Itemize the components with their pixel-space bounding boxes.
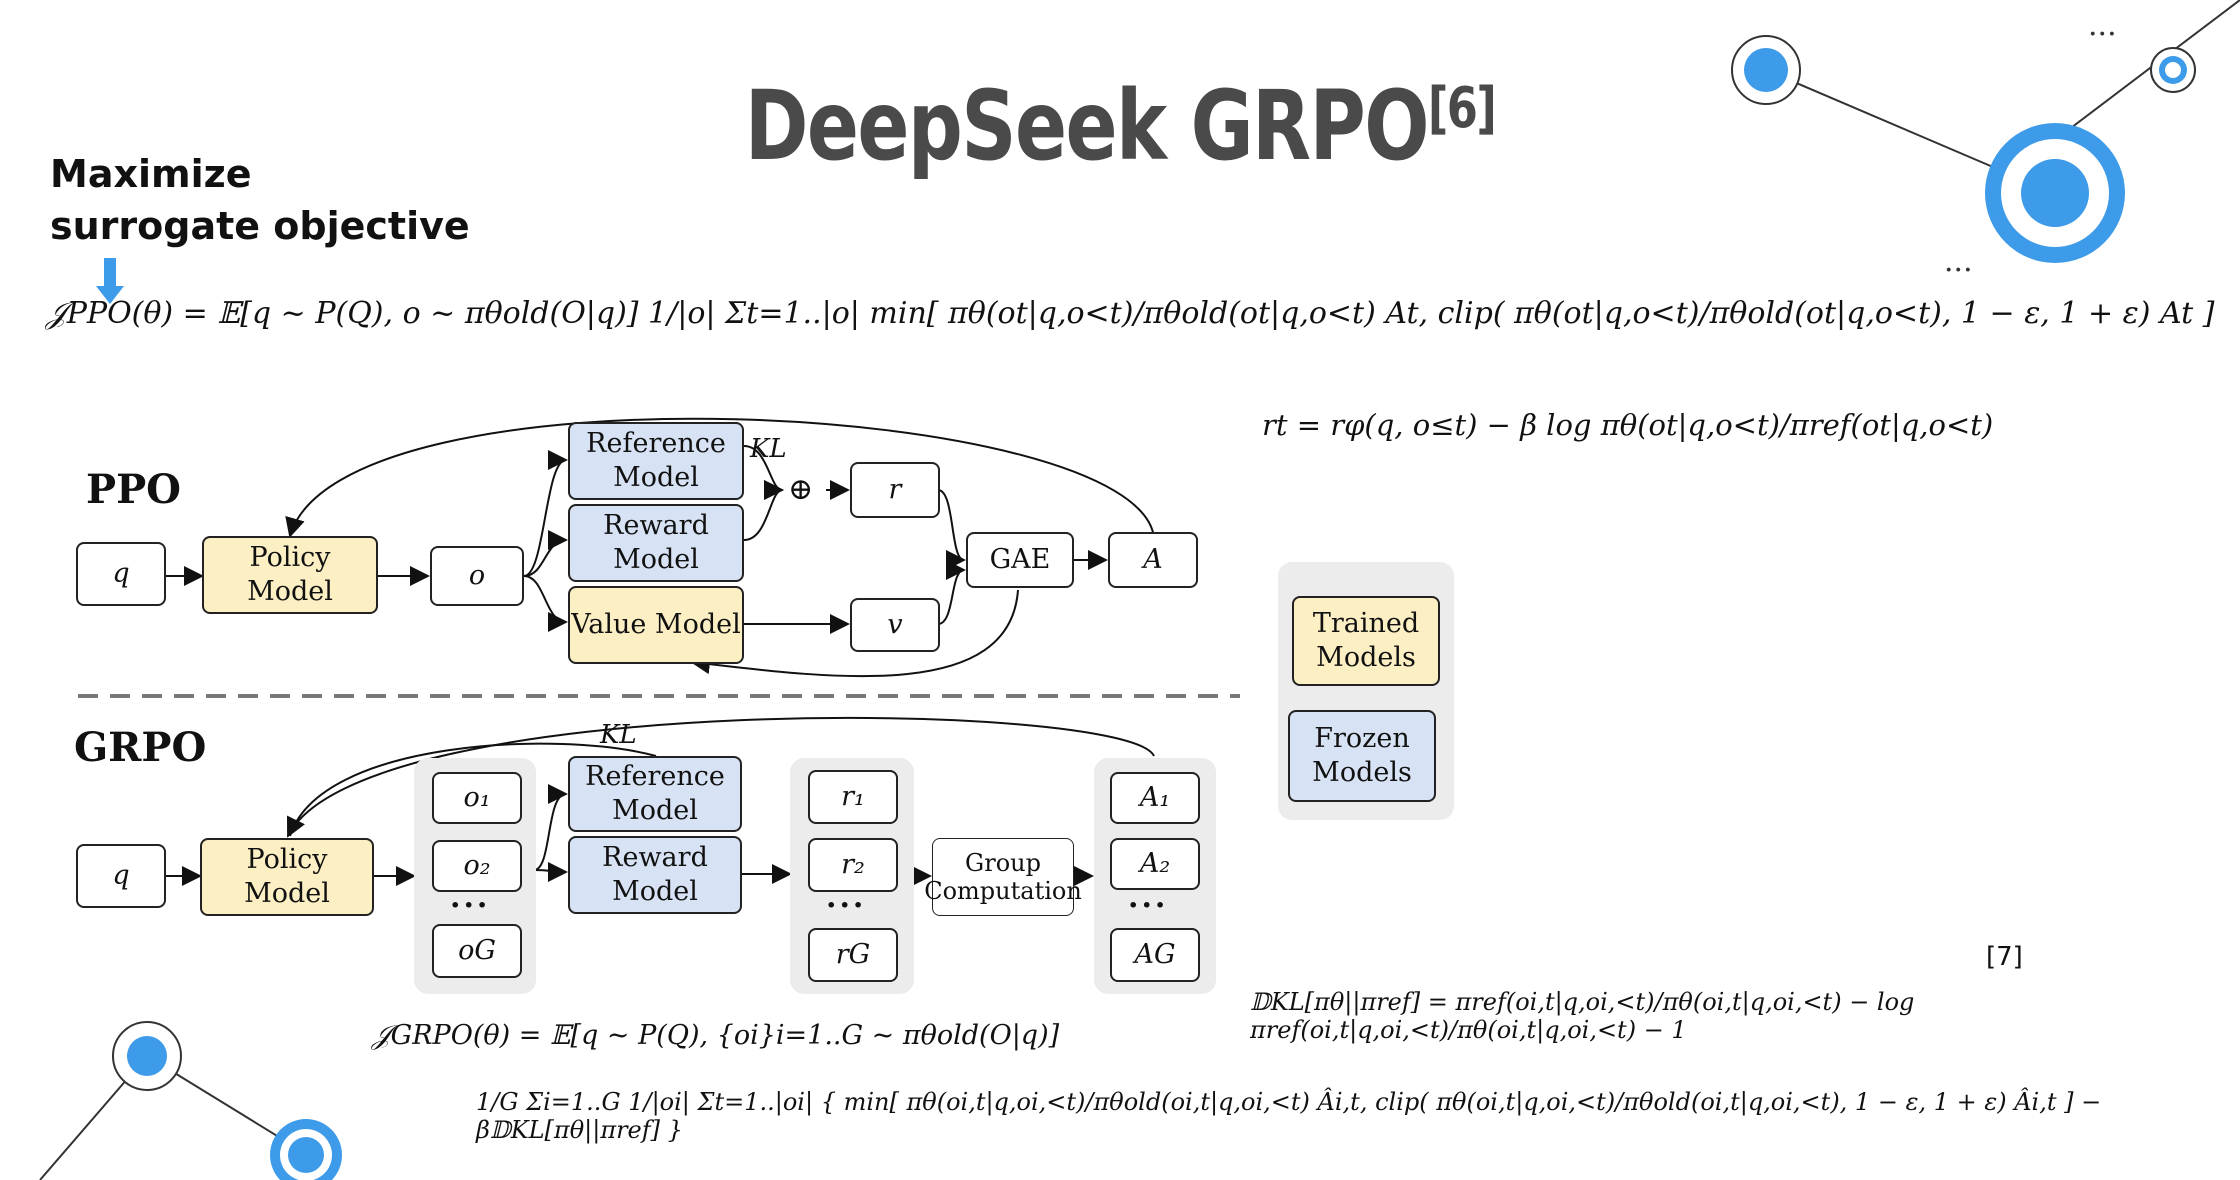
- legend-trained-models: Trained Models: [1292, 596, 1440, 686]
- grpo-output-ellipsis: ···: [450, 888, 491, 923]
- kl-divergence-formula: 𝔻KL[πθ||πref] = πref(oi,t|q,oi,<t)/πθ(oi…: [1250, 988, 1970, 1044]
- ppo-value-model: Value Model: [568, 586, 744, 664]
- grpo-label: GRPO: [74, 724, 207, 771]
- ppo-reference-model: Reference Model: [568, 422, 744, 500]
- grpo-advantage-ellipsis: ···: [1128, 888, 1169, 923]
- grpo-output-1: o₁: [432, 772, 522, 824]
- decor-network-bottom-left: [39, 1021, 342, 1180]
- ppo-label: PPO: [86, 466, 181, 513]
- ppo-kl-label: KL: [750, 434, 787, 464]
- ppo-query-node: q: [76, 542, 166, 606]
- ppo-value-node: v: [850, 598, 940, 652]
- grpo-output-2: o₂: [432, 840, 522, 892]
- reward-formula: rt = rφ(q, o≤t) − β log πθ(ot|q,o<t)/πre…: [1262, 408, 1993, 442]
- grpo-objective-formula-line-2: 1/G Σi=1..G 1/|oi| Σt=1..|oi| { min[ πθ(…: [476, 1088, 2216, 1144]
- grpo-connectors: [166, 716, 1155, 886]
- ppo-policy-model: Policy Model: [202, 536, 378, 614]
- kl-formula-text: 𝔻KL[πθ||πref] = πref(oi,t|q,oi,<t)/πθ(oi…: [1250, 988, 1915, 1044]
- ppo-reward-node: r: [850, 462, 940, 518]
- ppo-reward-model: Reward Model: [568, 504, 744, 582]
- grpo-group-computation: Group Computation: [924, 838, 1082, 916]
- svg-text:···: ···: [2088, 17, 2117, 52]
- ppo-advantage-node: A: [1108, 532, 1198, 588]
- headline-line-1: Maximize: [50, 152, 252, 196]
- ppo-output-node: o: [430, 546, 524, 606]
- ppo-connectors: [166, 417, 1155, 678]
- ppo-gae-node: GAE: [966, 532, 1074, 588]
- grpo-reward-2: r₂: [808, 838, 898, 892]
- grpo-reward-g: rG: [808, 928, 898, 982]
- grpo-advantage-2: A₂: [1110, 838, 1200, 890]
- page-title: DeepSeek GRPO[6]: [224, 70, 2016, 182]
- headline: Maximize surrogate objective: [50, 148, 470, 252]
- grpo-advantage-g: AG: [1110, 928, 1200, 982]
- grpo-objective-line-2-text: 1/G Σi=1..G 1/|oi| Σt=1..|oi| { min[ πθ(…: [476, 1088, 2102, 1144]
- title-text: DeepSeek GRPO: [744, 70, 1430, 182]
- ppo-oplus-symbol: ⊕: [788, 472, 814, 507]
- svg-text:···: ···: [1944, 253, 1973, 288]
- grpo-output-g: oG: [432, 924, 522, 978]
- grpo-advantage-1: A₁: [1110, 772, 1200, 824]
- legend-frozen-models: Frozen Models: [1288, 710, 1436, 802]
- reward-formula-text: rt = rφ(q, o≤t) − β log πθ(ot|q,o<t)/πre…: [1262, 408, 1994, 442]
- grpo-query-node: q: [76, 844, 166, 908]
- headline-arrow: [96, 258, 124, 304]
- headline-line-2: surrogate objective: [50, 204, 470, 248]
- grpo-kl-label: KL: [600, 720, 637, 750]
- ppo-objective-formula: 𝒥PPO(θ) = 𝔼[q ~ P(Q), o ~ πθold(O|q)] 1/…: [46, 296, 2214, 331]
- grpo-policy-model: Policy Model: [200, 838, 374, 916]
- grpo-reward-model: Reward Model: [568, 836, 742, 914]
- grpo-objective-formula-line-1: 𝒥GRPO(θ) = 𝔼[q ~ P(Q), {oi}i=1..G ~ πθol…: [372, 1020, 1059, 1052]
- grpo-reward-ellipsis: ···: [826, 888, 867, 923]
- grpo-reference-model: Reference Model: [568, 756, 742, 832]
- decor-network-top-right: ··· ···: [1731, 0, 2240, 288]
- title-citation: [6]: [1427, 76, 1497, 141]
- kl-citation: [7]: [1986, 942, 2023, 972]
- grpo-objective-line-1-text: 𝒥GRPO(θ) = 𝔼[q ~ P(Q), {oi}i=1..G ~ πθol…: [372, 1020, 1060, 1051]
- ppo-objective-text: 𝒥PPO(θ) = 𝔼[q ~ P(Q), o ~ πθold(O|q)] 1/…: [46, 296, 2215, 331]
- grpo-reward-1: r₁: [808, 770, 898, 824]
